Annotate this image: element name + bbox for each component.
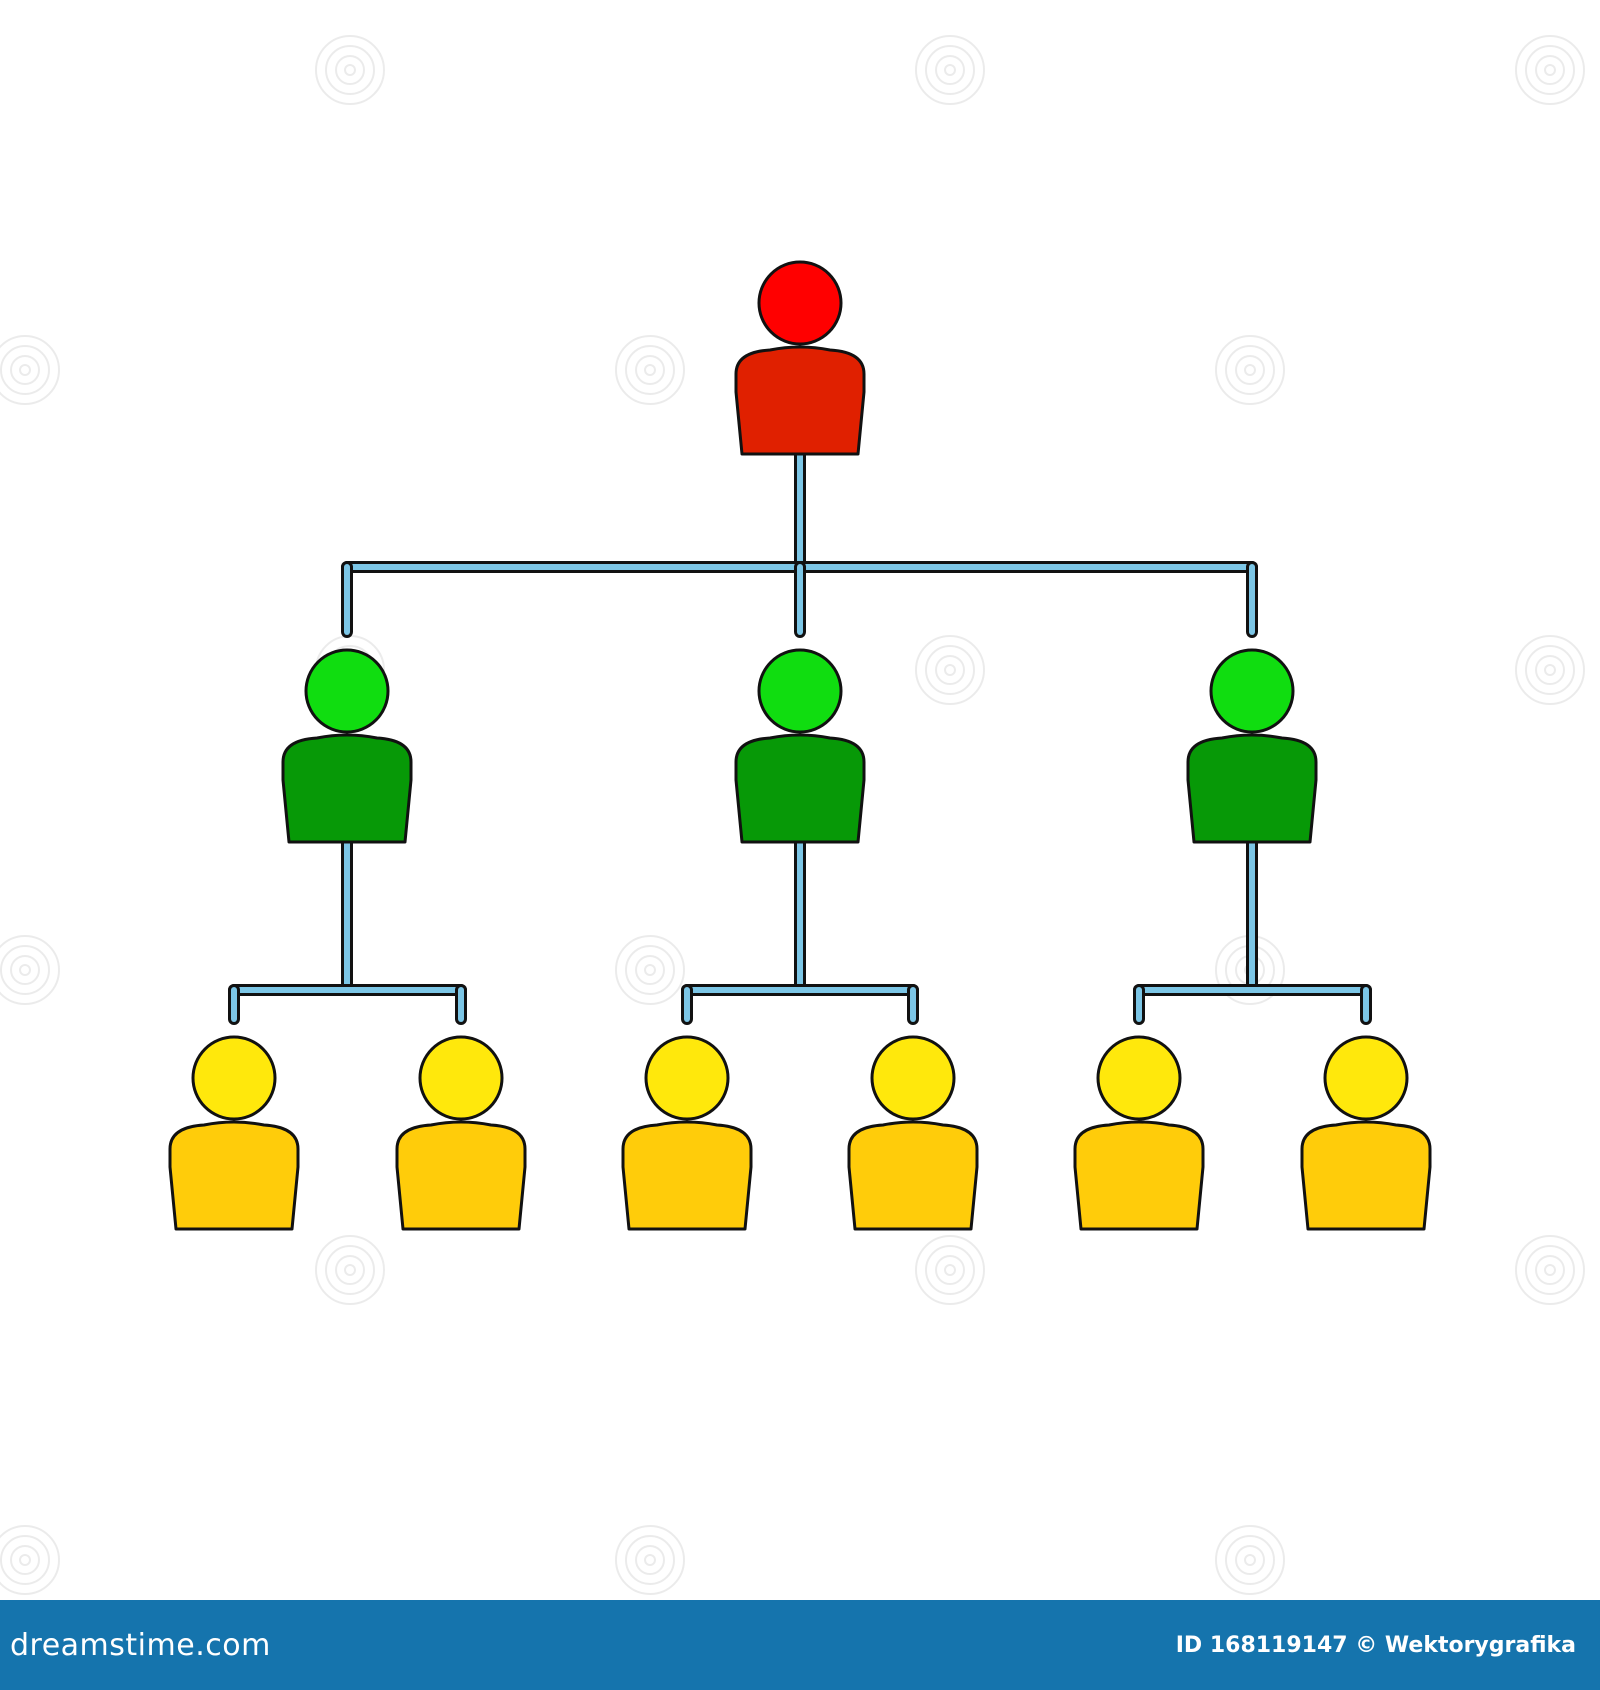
person-body-icon <box>1300 1120 1432 1231</box>
person-body-icon <box>621 1120 753 1231</box>
watermark-spiral-icon <box>915 635 985 705</box>
person-icon <box>847 1035 979 1231</box>
person-body-icon <box>1073 1120 1205 1231</box>
watermark-spiral-icon <box>1515 635 1585 705</box>
person-head-icon <box>757 260 843 346</box>
footer-bar: dreamstime.com ID 168119147 © Wektorygra… <box>0 1600 1600 1690</box>
person-head-icon <box>644 1035 730 1121</box>
person-head-icon <box>418 1035 504 1121</box>
connector-layer <box>228 446 1372 1025</box>
person-body-icon <box>734 733 866 844</box>
person-body-icon <box>281 733 413 844</box>
dreamstime-logo: dreamstime.com <box>10 1627 271 1663</box>
person-head-icon <box>870 1035 956 1121</box>
watermark-spiral-icon <box>615 935 685 1005</box>
watermark-spiral-icon <box>315 35 385 105</box>
image-credit: ID 168119147 © Wektorygrafika <box>1175 1632 1576 1658</box>
watermark-spiral-icon <box>1215 335 1285 405</box>
person-icon <box>734 648 866 844</box>
org-chart-svg <box>0 35 1585 1595</box>
watermark-spiral-icon <box>1515 35 1585 105</box>
person-icon <box>734 260 866 456</box>
person-head-icon <box>1096 1035 1182 1121</box>
watermark-spiral-icon <box>915 35 985 105</box>
person-body-icon <box>847 1120 979 1231</box>
person-head-icon <box>1209 648 1295 734</box>
watermark-spiral-icon <box>1515 1235 1585 1305</box>
watermark-spiral-icon <box>915 1235 985 1305</box>
watermark-spiral-icon <box>0 935 60 1005</box>
watermark-spiral-icon <box>0 1525 60 1595</box>
person-icon <box>1300 1035 1432 1231</box>
watermark-spiral-icon <box>0 335 60 405</box>
person-icon <box>168 1035 300 1231</box>
person-head-icon <box>1323 1035 1409 1121</box>
watermark-spiral-icon <box>615 1525 685 1595</box>
person-body-icon <box>734 345 866 456</box>
person-icon <box>281 648 413 844</box>
person-icon <box>1073 1035 1205 1231</box>
person-body-icon <box>1186 733 1318 844</box>
watermark-spiral-icon <box>315 1235 385 1305</box>
people-layer <box>168 260 1432 1231</box>
watermark-spiral-icon <box>1215 1525 1285 1595</box>
person-icon <box>1186 648 1318 844</box>
person-head-icon <box>304 648 390 734</box>
person-head-icon <box>757 648 843 734</box>
person-body-icon <box>168 1120 300 1231</box>
org-chart-diagram <box>0 35 1585 1595</box>
person-body-icon <box>395 1120 527 1231</box>
person-head-icon <box>191 1035 277 1121</box>
person-icon <box>395 1035 527 1231</box>
person-icon <box>621 1035 753 1231</box>
watermark-spiral-icon <box>615 335 685 405</box>
